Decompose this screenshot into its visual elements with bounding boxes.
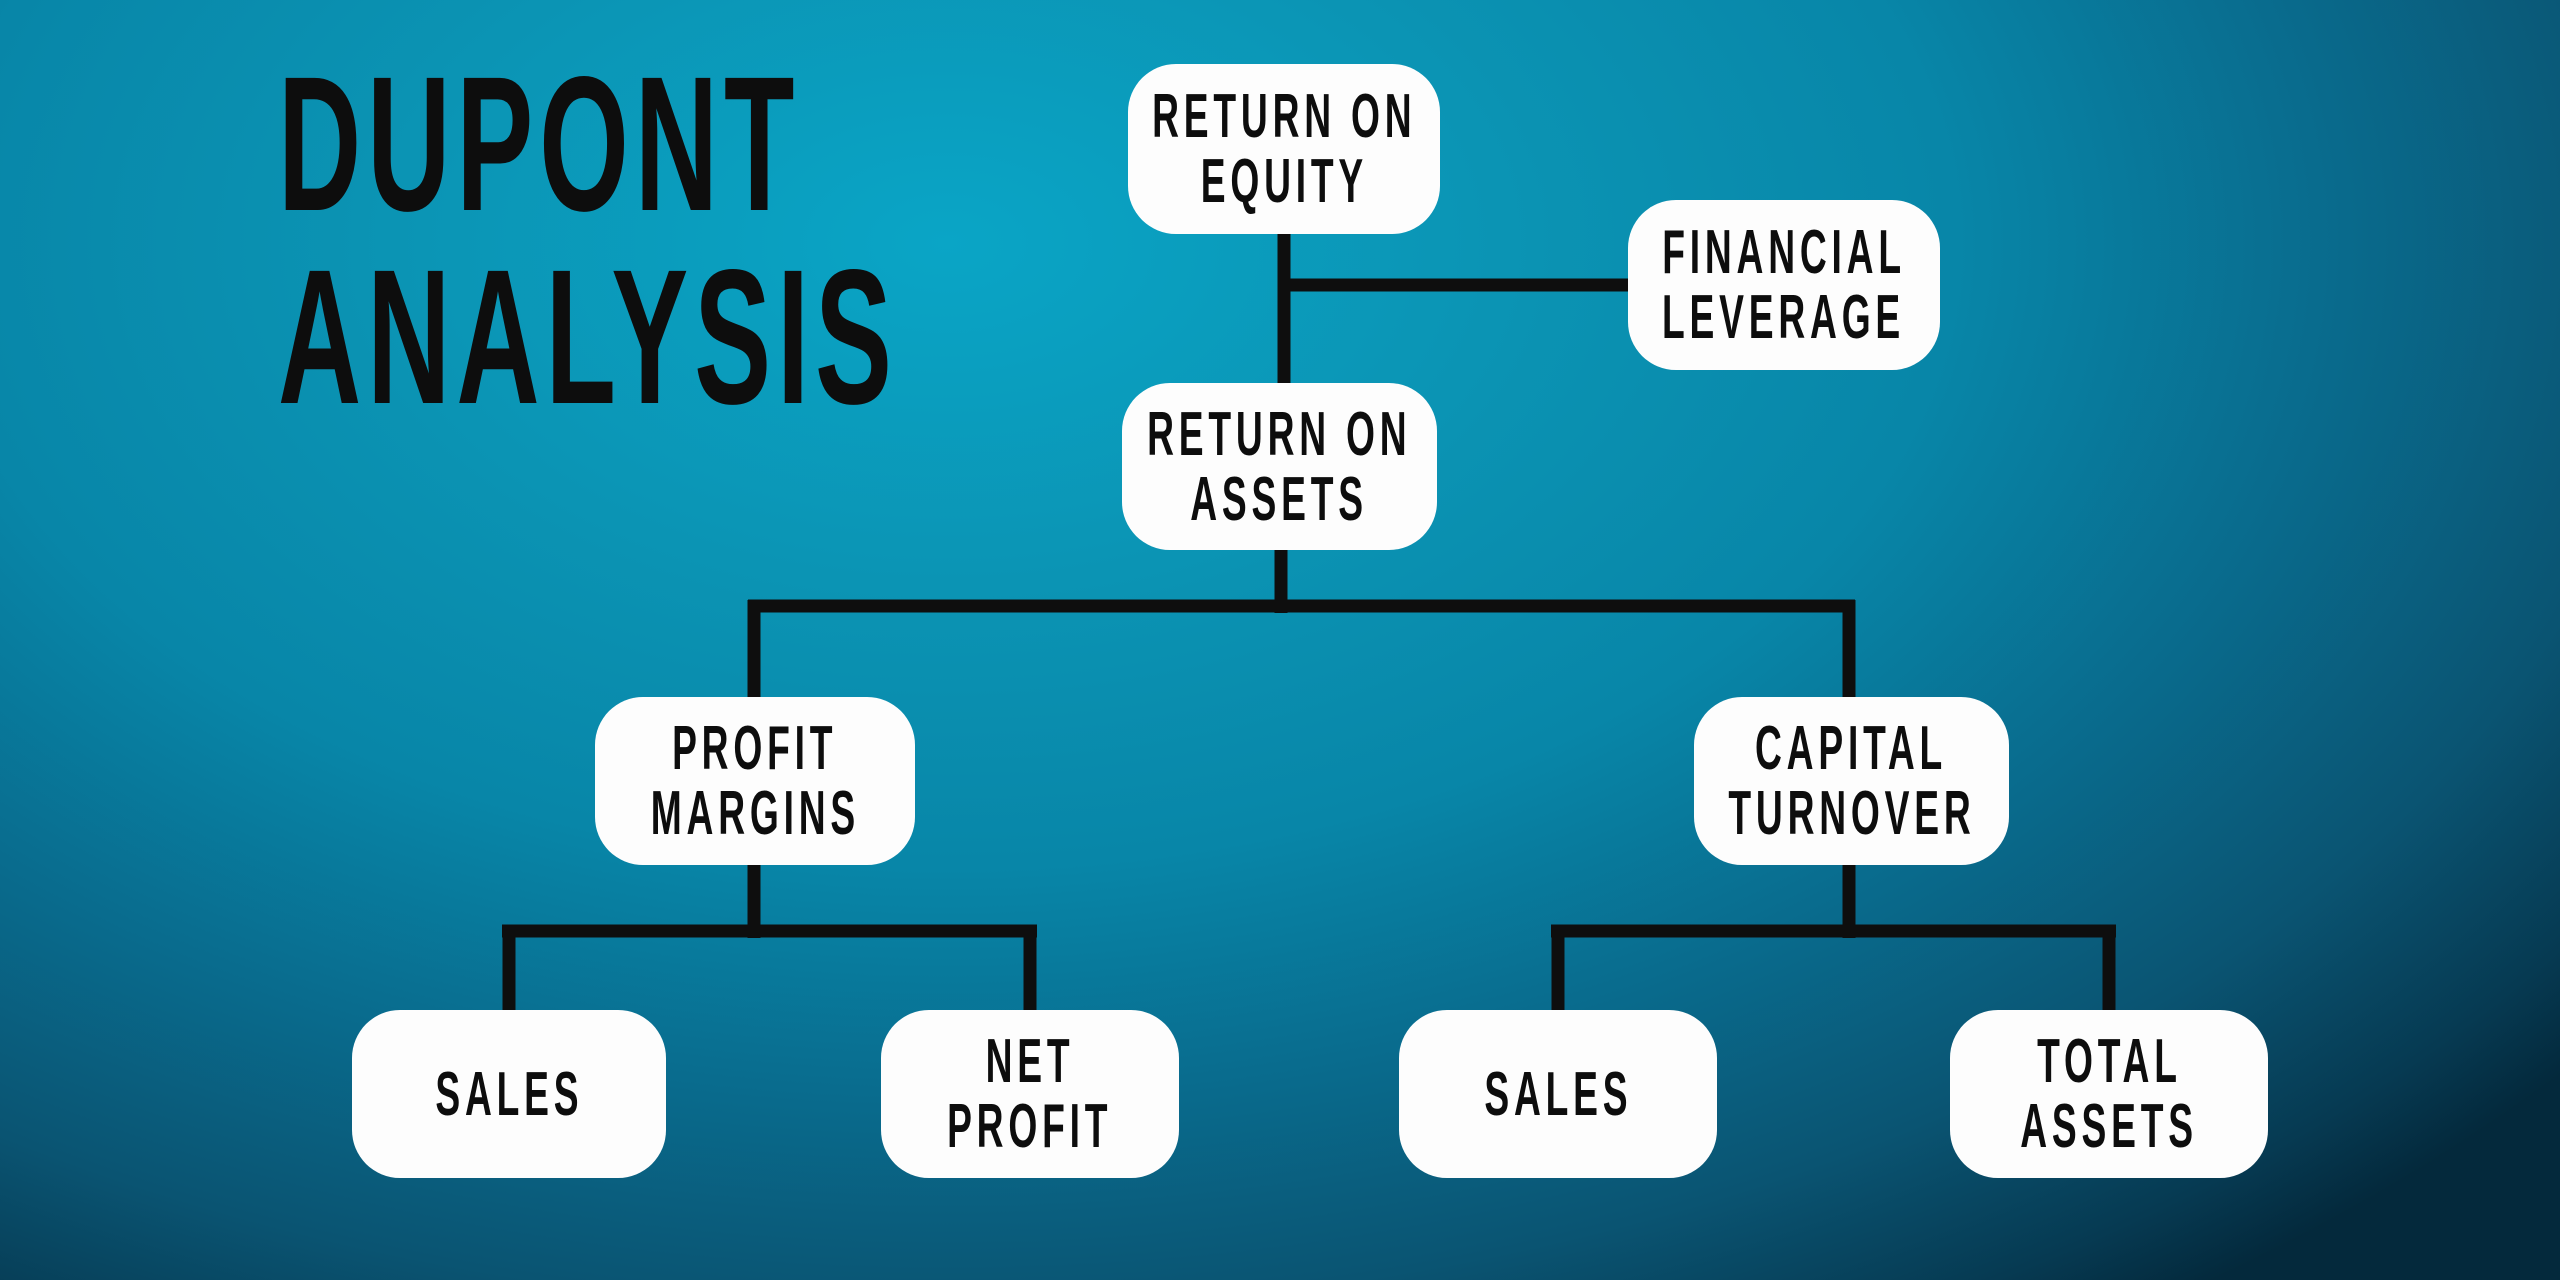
node-label-line: EQUITY <box>1200 147 1368 216</box>
node-label-line: RETURN ON <box>1147 399 1412 469</box>
node-return-on-equity: RETURN ON EQUITY <box>1128 64 1440 234</box>
node-capital-turnover: CAPITAL TURNOVER <box>1694 697 2009 865</box>
node-return-on-assets: RETURN ON ASSETS <box>1122 383 1437 550</box>
node-label-line: TOTAL <box>2036 1027 2182 1096</box>
node-label-line: TURNOVER <box>1727 779 1976 848</box>
node-net-profit: NET PROFIT <box>881 1010 1179 1178</box>
node-label-line: NET <box>985 1027 1075 1096</box>
node-label-line: ASSETS <box>2020 1092 2198 1161</box>
node-label-line: PROFIT <box>672 714 838 783</box>
node-label-line: PROFIT <box>947 1092 1113 1161</box>
node-label-line: ASSETS <box>1190 464 1369 534</box>
node-label-line: SALES <box>434 1059 584 1129</box>
node-label-line: LEVERAGE <box>1662 283 1906 352</box>
node-label-line: FINANCIAL <box>1662 218 1906 287</box>
node-profit-margins: PROFIT MARGINS <box>595 697 915 865</box>
node-label-line: SALES <box>1483 1059 1633 1129</box>
node-label-line: MARGINS <box>650 779 860 848</box>
node-label-line: RETURN ON <box>1151 82 1417 151</box>
node-sales-under-profit-margins: SALES <box>352 1010 666 1178</box>
page-title-line-1: DUPONT <box>278 36 801 251</box>
node-financial-leverage: FINANCIAL LEVERAGE <box>1628 200 1940 370</box>
node-total-assets: TOTAL ASSETS <box>1950 1010 2268 1178</box>
node-sales-under-capital-turnover: SALES <box>1399 1010 1717 1178</box>
node-label-line: CAPITAL <box>1755 714 1948 783</box>
